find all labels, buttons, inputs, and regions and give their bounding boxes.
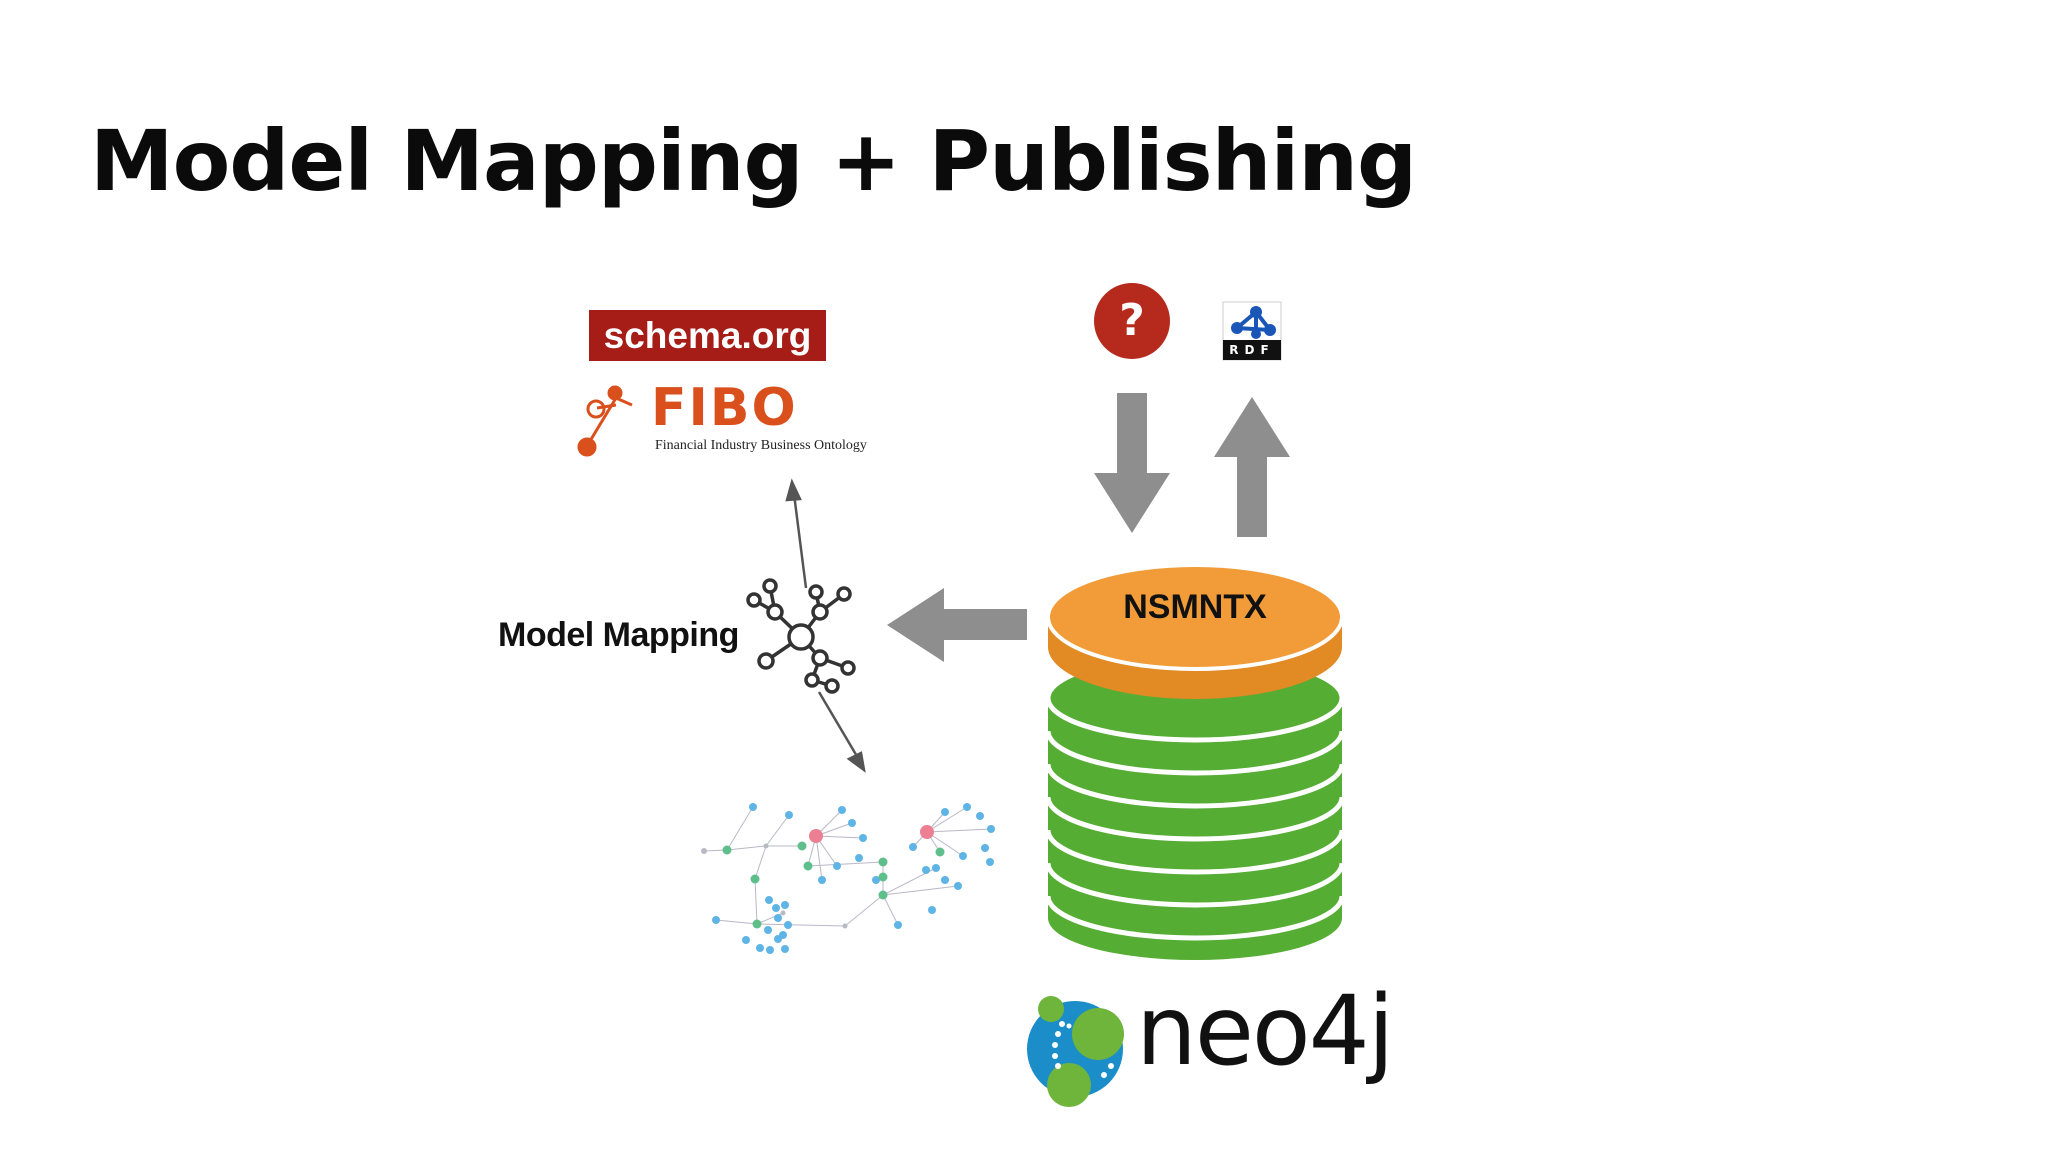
nsmntx-plugin-disk: [1046, 563, 1344, 699]
arrow-down-icon: [1094, 393, 1170, 533]
fibo-logo-icon: [577, 385, 633, 457]
arrow-up-icon: [1214, 397, 1290, 537]
model-mapping-label: Model Mapping: [498, 616, 739, 654]
schema-org-badge: schema.org: [589, 310, 826, 361]
rdf-label: RDF: [1229, 343, 1275, 357]
neo4j-wordmark: neo4j: [1136, 975, 1394, 1087]
graph-network-icon: [701, 803, 995, 954]
page-title: Model Mapping + Publishing: [90, 112, 1417, 210]
nsmntx-label: NSMNTX: [1123, 588, 1267, 626]
network-hub-icon: [746, 578, 856, 694]
mapping-arrows: [785, 478, 866, 773]
rdf-logo-icon: [1222, 301, 1282, 361]
database-stack-icon: [1045, 653, 1345, 960]
fibo-full-name: Financial Industry Business Ontology: [655, 438, 867, 453]
query-symbol: ?: [1119, 295, 1145, 346]
arrow-left-icon: [887, 588, 1027, 662]
question-circle-icon: [1094, 283, 1170, 359]
neo4j-logo-icon: [1027, 996, 1124, 1107]
fibo-name: FIBO: [651, 378, 798, 438]
